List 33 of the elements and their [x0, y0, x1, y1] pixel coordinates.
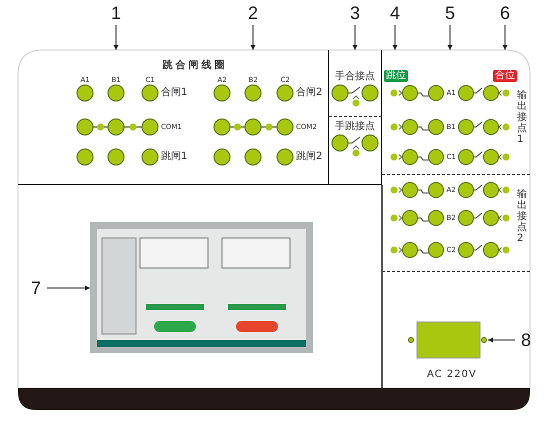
leader-arrow — [352, 24, 358, 50]
callout-number: 1 — [108, 2, 124, 24]
terminal-label: 合闸1 — [161, 87, 188, 99]
callout-number: 6 — [497, 2, 513, 24]
picture — [90, 222, 313, 353]
vertical-label: 输出接点2 — [517, 189, 527, 244]
panel-section — [329, 117, 382, 185]
power-module — [407, 320, 488, 360]
leader-arrow — [114, 24, 118, 50]
callout-number: 4 — [387, 2, 403, 24]
section-label: 手合接点 — [334, 71, 376, 83]
status-tag: 跳位 — [384, 70, 408, 82]
callout-number: 8 — [518, 329, 534, 351]
leader-arrow — [448, 24, 452, 50]
leader-arrow — [250, 24, 256, 50]
panel-section — [329, 50, 382, 117]
leader-arrow — [488, 338, 516, 342]
terminal-label: 跳闸2 — [296, 151, 322, 163]
leader-arrow — [392, 24, 398, 50]
vertical-label: 输出接点1 — [517, 90, 527, 145]
panel-title: 跳合闸线圈 — [162, 60, 228, 72]
terminal-label: 跳闸1 — [161, 151, 188, 163]
status-tag: 合位 — [493, 70, 517, 82]
panel-section — [18, 50, 329, 185]
voltage-label: AC 220V — [427, 369, 477, 381]
terminal-label: 合闸2 — [296, 87, 322, 99]
leader-arrow — [502, 24, 508, 50]
callout-number: 5 — [442, 2, 458, 24]
callout-number: 7 — [28, 277, 44, 299]
section-label: 手跳接点 — [334, 121, 376, 133]
leader-arrow — [46, 286, 90, 290]
callout-number: 3 — [347, 2, 363, 24]
callout-number: 2 — [245, 2, 261, 24]
